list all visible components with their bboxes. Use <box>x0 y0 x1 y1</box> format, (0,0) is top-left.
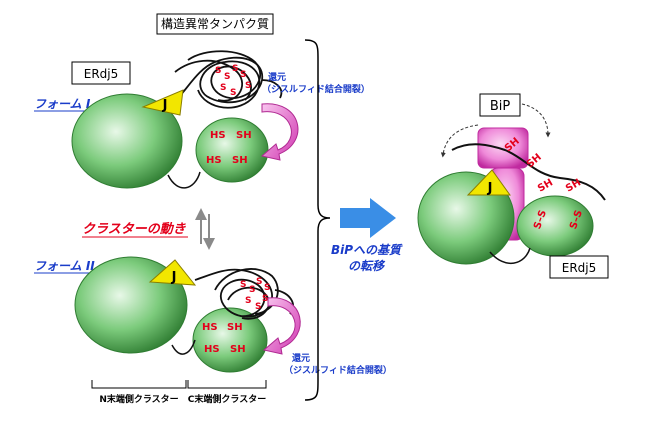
transfer-label-line1: BiPへの基質 <box>331 243 403 257</box>
thiol-bottom-4: SH <box>230 344 246 355</box>
j-label-top: J <box>162 98 168 113</box>
svg-text:S: S <box>220 83 226 93</box>
reduction-arrow-top <box>260 103 299 161</box>
j-domain-top <box>141 89 184 116</box>
form2-label: フォーム II <box>34 259 95 273</box>
thiol-right-4: SH <box>564 177 583 194</box>
svg-text:S: S <box>232 64 238 74</box>
svg-text:S: S <box>230 88 236 98</box>
n-cluster-bracket <box>91 380 187 389</box>
transfer-label-line2: の転移 <box>348 259 386 273</box>
svg-text:S: S <box>249 285 255 295</box>
j-label-bottom: J <box>171 270 177 285</box>
n-cluster-label: N末端側クラスター <box>99 393 178 405</box>
thiol-top-2: SH <box>236 130 252 141</box>
svg-text:S: S <box>262 294 268 304</box>
right-brace <box>304 39 331 401</box>
thiol-top-1: HS <box>210 130 226 141</box>
form1-label: フォーム I <box>34 97 91 111</box>
svg-text:S: S <box>240 70 246 80</box>
thiol-top-3: HS <box>206 155 222 166</box>
svg-text:S: S <box>245 81 251 91</box>
misfolded-protein-label: 構造異常タンパク質 <box>161 16 269 31</box>
misfolded-protein-box <box>156 13 274 35</box>
thiol-bottom-2: SH <box>227 322 243 333</box>
erdj5-box-top <box>71 61 131 85</box>
svg-text:S: S <box>256 277 262 287</box>
thiol-bottom-3: HS <box>204 344 220 355</box>
bip-motion-arc-right <box>521 103 551 138</box>
reduction-sub-top: （ジスルフィド結合開裂） <box>262 83 370 95</box>
svg-text:S: S <box>240 280 246 290</box>
svg-text:S: S <box>224 72 230 82</box>
erdj5-box-right <box>549 255 609 279</box>
reduction-sub-bottom: （ジスルフィド結合開裂） <box>284 364 392 376</box>
svg-text:S: S <box>245 296 251 306</box>
svg-text:S: S <box>215 66 221 76</box>
svg-text:S: S <box>264 283 270 293</box>
j-domain-bottom <box>148 259 197 286</box>
bip-motion-arc-left <box>440 124 479 158</box>
bip-box <box>479 93 521 117</box>
thiol-top-4: SH <box>232 155 248 166</box>
erdj5-c-domain-right <box>516 195 594 257</box>
linker-bottom <box>171 339 196 355</box>
linker-top <box>167 171 201 189</box>
reduction-label-top: 還元 <box>268 71 286 83</box>
thiol-bottom-1: HS <box>202 322 218 333</box>
bip-label: BiP <box>490 99 511 114</box>
substrate-strand-right <box>451 143 606 201</box>
bip-upper-domain <box>477 127 529 169</box>
erdj5-label-top: ERdj5 <box>84 67 119 81</box>
misfolded-protein-tangle-top <box>169 50 283 109</box>
erdj5-n-domain-top <box>71 93 183 189</box>
transfer-arrow <box>340 198 396 238</box>
c-cluster-bracket <box>187 380 267 389</box>
c-cluster-label: C末端側クラスター <box>188 393 266 405</box>
cluster-movement-label: クラスターの動き <box>82 221 187 237</box>
erdj5-label-right: ERdj5 <box>562 261 597 275</box>
linker-right <box>489 247 531 264</box>
reduction-label-bottom: 還元 <box>292 352 310 364</box>
j-label-right: J <box>487 181 493 196</box>
erdj5-c-domain-bottom <box>192 307 268 373</box>
thiol-right-3: SH <box>536 177 555 194</box>
svg-text:S: S <box>255 302 261 312</box>
erdj5-c-domain-top <box>195 117 269 183</box>
j-domain-right <box>466 169 511 196</box>
reduction-arrow-bottom <box>262 297 301 355</box>
